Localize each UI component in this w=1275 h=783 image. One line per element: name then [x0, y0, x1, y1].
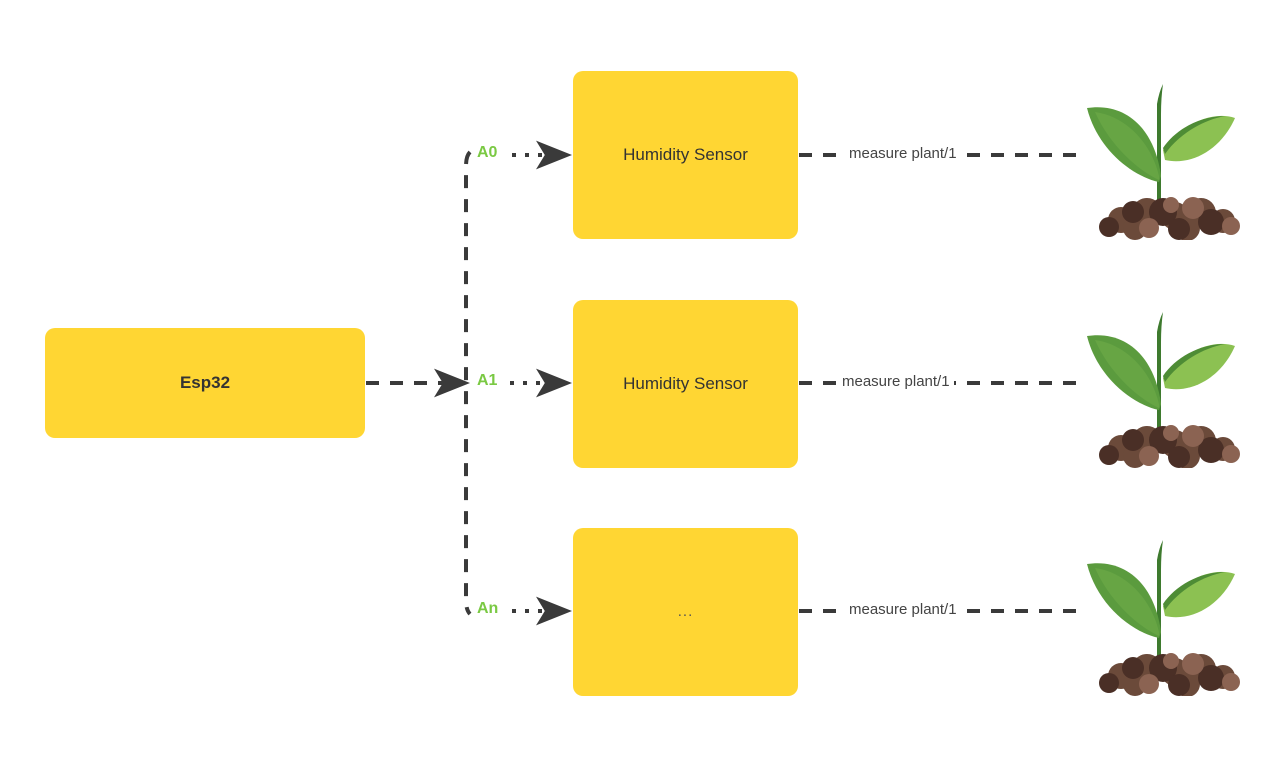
node-esp32-label: Esp32: [179, 372, 231, 392]
node-sensor-an[interactable]: ...: [573, 528, 798, 696]
pin-label-an: An: [477, 600, 499, 617]
node-sensor-a0-label: Humidity Sensor: [623, 144, 748, 164]
connector-vertical-bus: [464, 150, 472, 616]
plant-seedling-3: [1087, 540, 1240, 696]
edge-label-plant-1: measure plant/1: [845, 145, 961, 162]
pin-label-a1: A1: [477, 372, 498, 389]
node-esp32[interactable]: Esp32: [45, 328, 365, 438]
node-sensor-a1-label: Humidity Sensor: [623, 373, 748, 393]
plant-seedling-1: [1087, 84, 1240, 240]
edge-label-plant-2: measure plant/1: [838, 373, 954, 390]
pin-label-a0: A0: [477, 144, 498, 161]
node-sensor-a0[interactable]: Humidity Sensor: [573, 71, 798, 239]
edge-label-plant-3: measure plant/1: [845, 601, 961, 618]
node-sensor-an-label: ...: [677, 603, 694, 620]
plant-seedling-2: [1087, 312, 1240, 468]
node-sensor-a1[interactable]: Humidity Sensor: [573, 300, 798, 468]
